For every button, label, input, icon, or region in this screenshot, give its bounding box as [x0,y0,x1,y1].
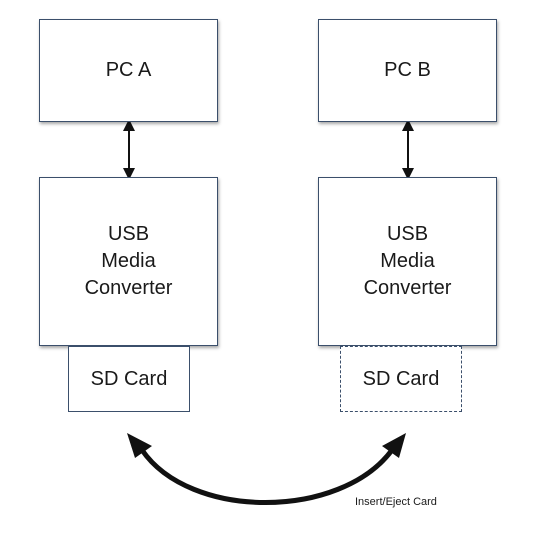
sd-card-left-label: SD Card [90,367,168,390]
usb-media-converter-right: USB Media Converter [318,177,497,346]
arc-left-arrowhead [127,433,152,458]
arc-right-arrowhead [382,433,406,458]
pc-b-box: PC B [318,19,497,122]
sd-card-left: SD Card [68,346,190,412]
insert-eject-arc [139,448,395,505]
converter-left-label: USB Media Converter [84,223,173,299]
pc-a-label: PC A [105,59,152,81]
converter-right-label: USB Media Converter [363,223,452,299]
sd-card-right-label: SD Card [362,367,440,390]
insert-eject-label: Insert/Eject Card [355,496,437,508]
pc-b-label: PC B [384,59,431,81]
sd-card-right: SD Card [340,346,462,412]
pc-a-box: PC A [39,19,218,122]
usb-media-converter-left: USB Media Converter [39,177,218,346]
